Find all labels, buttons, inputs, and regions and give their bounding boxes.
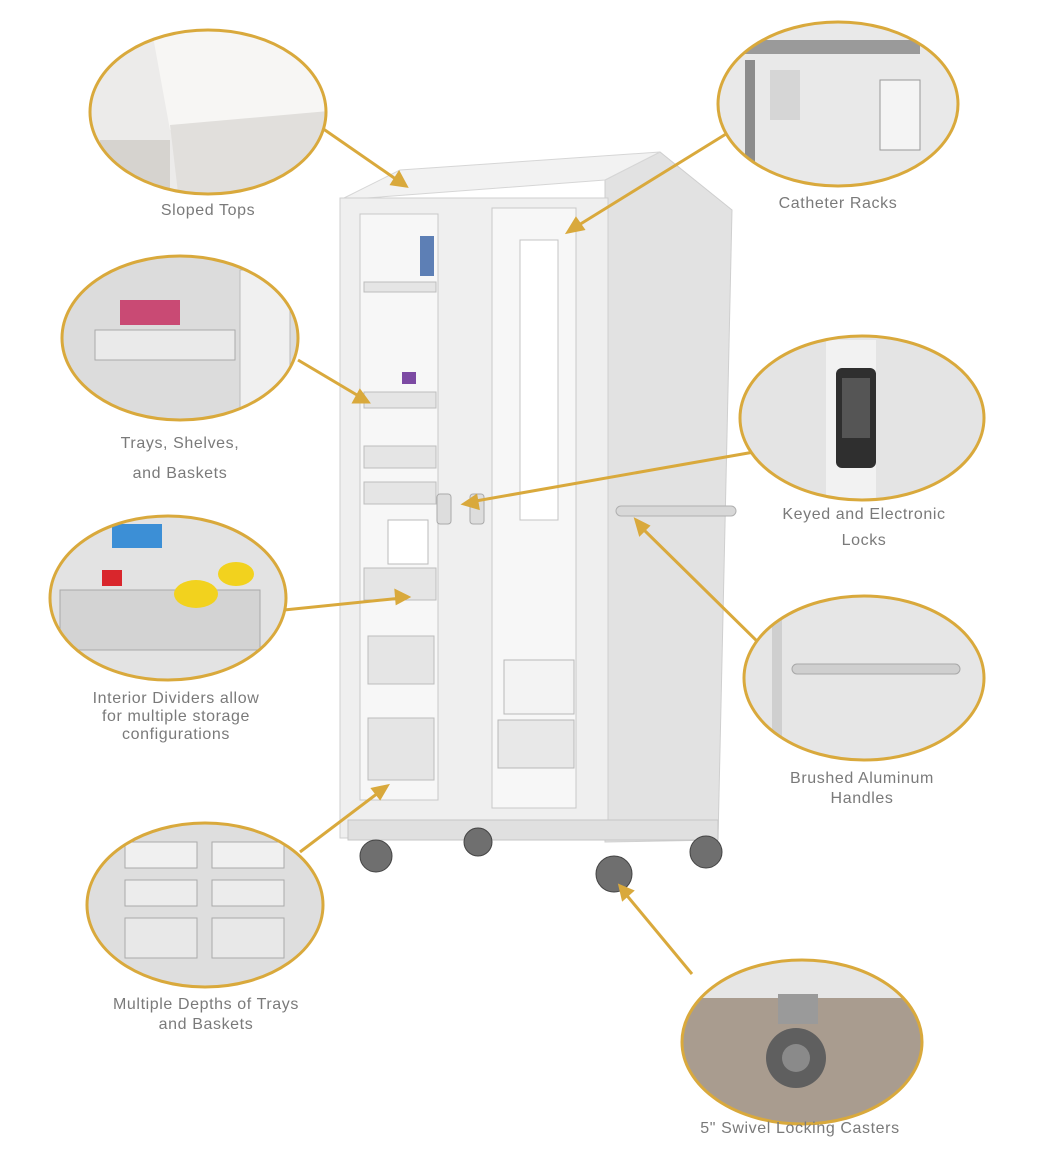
catheter-pack [519, 239, 559, 521]
label-sloped-tops: Sloped Tops [160, 202, 256, 219]
trays-photo [60, 254, 300, 422]
left-door-glass [359, 213, 439, 801]
cabinet-sloped-top [339, 151, 661, 201]
supply-box-white [387, 519, 429, 565]
left-shelves [363, 281, 437, 781]
right-tray [503, 659, 575, 715]
label-interior-dividers: Interior Dividers allow for multiple sto… [92, 690, 260, 743]
label-catheter-racks: Catheter Racks [778, 195, 898, 212]
dividers-photo [48, 514, 288, 682]
storage-cabinet [339, 151, 737, 893]
catheter-racks-photo [716, 20, 960, 188]
label-trays-shelves-baskets: Trays, Shelves, and Baskets [120, 435, 240, 482]
cabinet-base [347, 819, 719, 841]
supply-box-purple [402, 372, 416, 384]
casters [359, 827, 723, 893]
label-multiple-depths: Multiple Depths of Trays and Baskets [112, 996, 300, 1033]
sloped-tops-photo [88, 28, 328, 196]
casters-photo [680, 958, 924, 1126]
label-brushed-aluminum-handles: Brushed Aluminum Handles [790, 770, 934, 807]
handles-photo [742, 594, 986, 762]
locks-photo [738, 334, 986, 502]
cabinet-side-panel [604, 151, 733, 843]
side-handle [615, 505, 737, 517]
callout-arrows [283, 126, 766, 975]
label-swivel-casters: 5" Swivel Locking Casters [700, 1120, 900, 1137]
label-keyed-electronic-locks: Keyed and Electronic Locks [782, 506, 946, 549]
right-bin [497, 719, 575, 769]
depths-photo [85, 821, 325, 989]
door-lock [436, 493, 452, 525]
supply-box-blue [420, 236, 434, 276]
